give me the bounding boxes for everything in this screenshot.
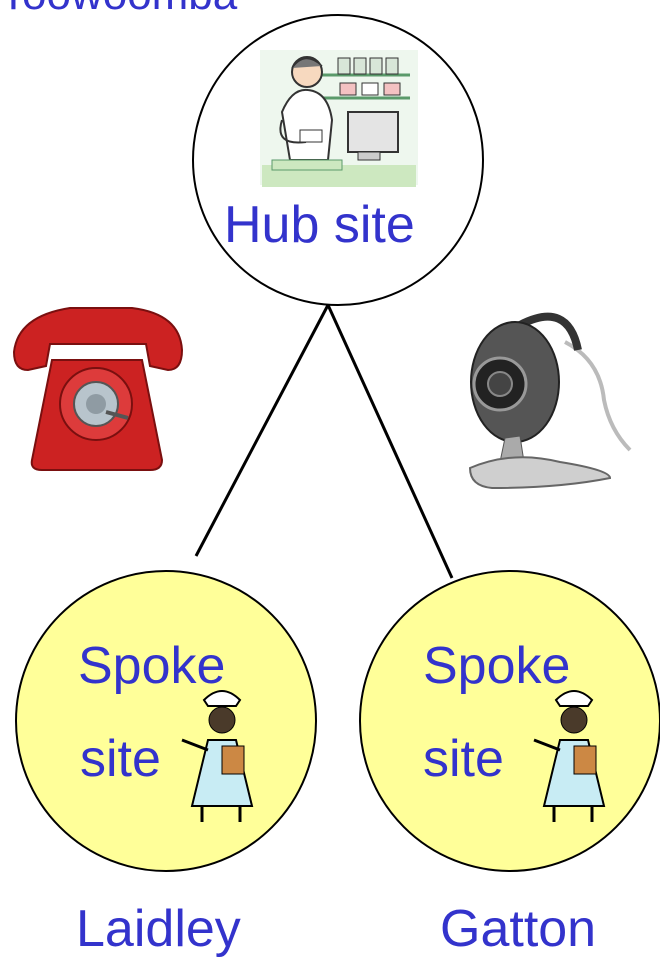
nurse-clipart-left: [181, 690, 254, 822]
pharmacist-clipart: [260, 50, 418, 187]
spoke-left-line1: Spoke: [78, 637, 226, 695]
spoke-left-line2: site: [80, 730, 161, 788]
spoke-right-line2: site: [423, 730, 504, 788]
spoke-circle-left: [15, 570, 317, 872]
town-label-left: Laidley: [76, 900, 241, 958]
telephone-icon: [12, 307, 184, 471]
hub-label: Hub site: [224, 196, 415, 254]
webcam-icon: [468, 312, 632, 490]
spoke-right-line1: Spoke: [423, 637, 571, 695]
town-label-right: Gatton: [440, 900, 597, 958]
page-title-partial: Toowoomba: [0, 0, 237, 17]
nurse-clipart-right: [533, 690, 606, 822]
connector-right: [326, 304, 454, 579]
spoke-circle-right: [359, 570, 660, 872]
connector-left: [194, 304, 330, 557]
